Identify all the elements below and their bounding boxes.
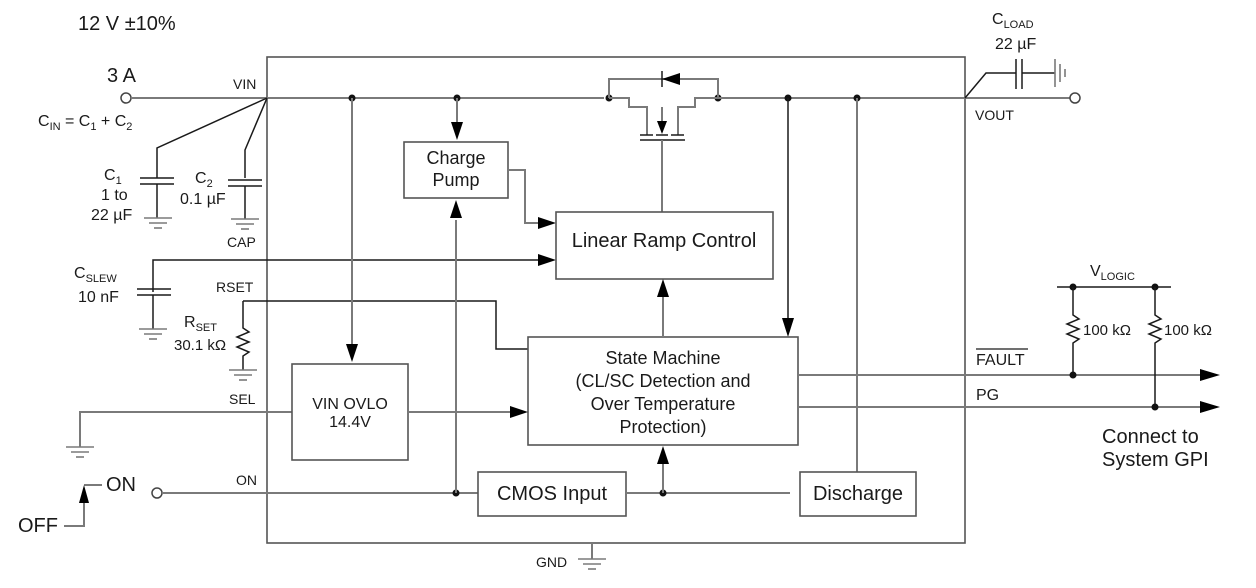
- cap-wire: [152, 259, 540, 292]
- switch-off-label: OFF: [18, 515, 58, 537]
- rset-wire: [243, 300, 528, 350]
- pin-cap: CAP: [227, 234, 256, 250]
- ground-icon: [1054, 59, 1066, 87]
- c2-wire: [244, 97, 268, 178]
- body-diode-wire: [608, 78, 719, 98]
- vlogic-label: VLOGIC: [1090, 263, 1135, 283]
- svg-text:14.4V: 14.4V: [329, 414, 371, 431]
- c1-value-2: 22 µF: [91, 207, 132, 224]
- supply-current: 3 A: [107, 65, 137, 87]
- svg-text:Linear Ramp Control: Linear Ramp Control: [572, 230, 757, 252]
- cslew-value: 10 nF: [78, 289, 119, 306]
- pullup-1-value: 100 kΩ: [1083, 322, 1131, 339]
- svg-text:CMOS Input: CMOS Input: [497, 483, 607, 505]
- svg-text:State Machine: State Machine: [605, 348, 720, 368]
- pin-gnd: GND: [536, 554, 567, 570]
- switch-wire: [64, 498, 85, 527]
- cload-label: CLOAD: [992, 11, 1034, 31]
- svg-text:Charge: Charge: [426, 148, 485, 168]
- sel-wire: [79, 411, 292, 447]
- discharge-block: Discharge: [799, 471, 917, 517]
- state-machine-block: State Machine (CL/SC Detection and Over …: [527, 336, 799, 446]
- arrow-icon: [451, 122, 463, 140]
- pin-pg: PG: [976, 387, 999, 404]
- cload-value: 22 µF: [995, 36, 1036, 53]
- output-note-2: System GPI: [1102, 449, 1209, 471]
- arrow-icon: [538, 217, 556, 229]
- ground-icon: [144, 217, 172, 229]
- svg-text:(CL/SC Detection and: (CL/SC Detection and: [575, 371, 750, 391]
- linear-ramp-block: Linear Ramp Control: [555, 211, 774, 280]
- svg-text:VIN OVLO: VIN OVLO: [312, 396, 388, 413]
- fet-drain: [677, 97, 718, 135]
- ground-icon: [578, 558, 606, 570]
- output-note-1: Connect to: [1102, 426, 1199, 448]
- pullup-resistor-2: [1147, 287, 1163, 407]
- vin-ovlo-block: VIN OVLO 14.4V: [291, 363, 409, 461]
- pin-rset: RSET: [216, 279, 254, 295]
- fet-arrow-icon: [657, 121, 667, 134]
- c1-wire: [156, 97, 268, 178]
- arrow-icon: [346, 344, 358, 362]
- arrow-icon: [510, 406, 528, 418]
- c1-value-1: 1 to: [101, 187, 128, 204]
- svg-text:Protection): Protection): [619, 417, 706, 437]
- diode-icon: [662, 73, 680, 85]
- chip-outline: [266, 56, 966, 544]
- arrow-icon: [1200, 369, 1220, 381]
- cin-equation: CIN = C1 + C2: [38, 113, 132, 133]
- arrow-icon: [657, 279, 669, 297]
- vout-terminal: [1069, 92, 1081, 104]
- on-terminal: [151, 487, 163, 499]
- ground-icon: [229, 369, 257, 381]
- fet-source: [609, 97, 648, 135]
- ground-icon: [66, 446, 94, 458]
- rset-resistor: [235, 301, 251, 370]
- c1-label: C1: [104, 167, 122, 187]
- switch-on-label: ON: [106, 474, 136, 496]
- c2-value: 0.1 µF: [180, 191, 226, 208]
- cslew-label: CSLEW: [74, 265, 117, 285]
- charge-pump-block: Charge Pump: [403, 141, 509, 199]
- pin-vout: VOUT: [975, 107, 1014, 123]
- cp-to-ramp: [508, 169, 540, 224]
- rset-label: RSET: [184, 314, 217, 334]
- pin-sel: SEL: [229, 391, 256, 407]
- pin-fault: FAULT: [976, 352, 1025, 369]
- rset-value: 30.1 kΩ: [174, 337, 226, 354]
- arrow-icon: [782, 318, 794, 337]
- vin-terminal: [120, 92, 132, 104]
- pullup-resistor-1: [1065, 287, 1081, 375]
- supply-voltage: 12 V ±10%: [78, 13, 176, 35]
- svg-text:Over Temperature: Over Temperature: [591, 394, 736, 414]
- ground-icon: [231, 218, 259, 230]
- arrow-icon: [450, 200, 462, 218]
- c2-label: C2: [195, 170, 213, 190]
- switch-arrow-icon: [79, 485, 89, 503]
- arrow-icon: [657, 446, 669, 464]
- arrow-icon: [538, 254, 556, 266]
- ground-icon: [139, 328, 167, 340]
- svg-text:Pump: Pump: [432, 170, 479, 190]
- arrow-icon: [1200, 401, 1220, 413]
- pin-on: ON: [236, 472, 257, 488]
- cload-wire: [964, 72, 1016, 99]
- pin-vin: VIN: [233, 76, 256, 92]
- cmos-input-block: CMOS Input: [477, 471, 627, 517]
- pullup-2-value: 100 kΩ: [1164, 322, 1212, 339]
- svg-text:Discharge: Discharge: [813, 483, 903, 505]
